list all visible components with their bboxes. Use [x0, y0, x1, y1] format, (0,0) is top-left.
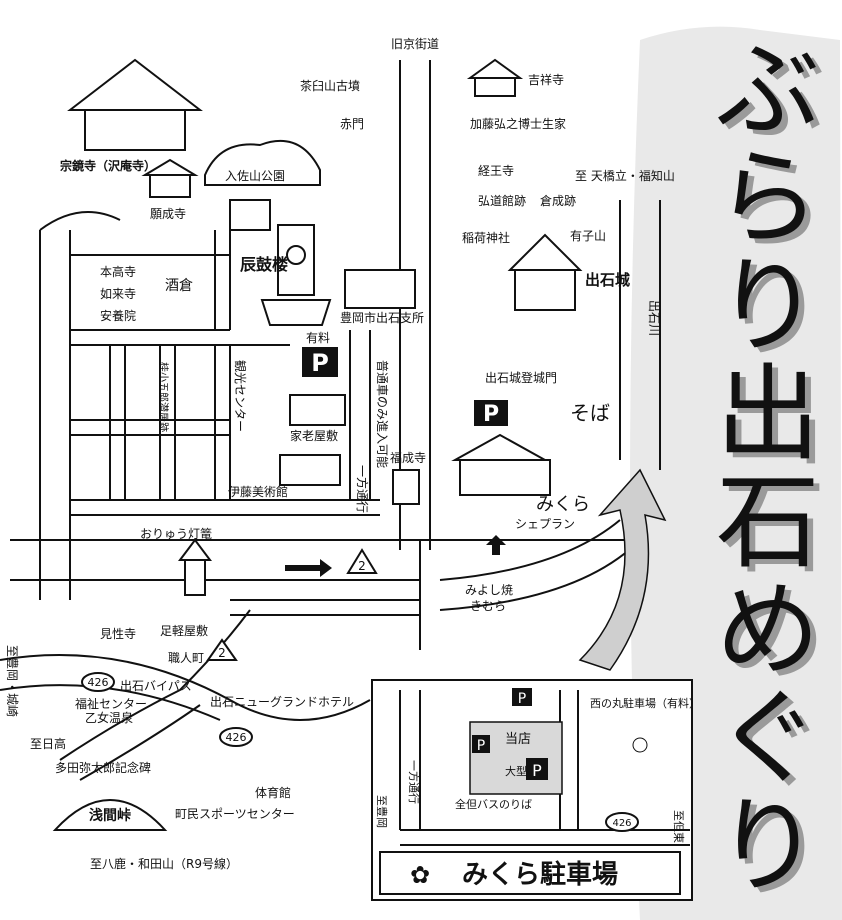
svg-text:P: P	[518, 691, 526, 707]
inset-title: みくら駐車場	[462, 860, 618, 890]
label-shinkoro: 辰鼓楼	[240, 255, 288, 274]
svg-text:P: P	[532, 761, 542, 780]
inset-to-tajima: 至但東	[672, 810, 685, 843]
inset-to-toyooka: 至豊岡	[375, 795, 388, 828]
title-char: り	[715, 245, 820, 367]
inset-toten: 当店	[505, 732, 531, 747]
label-soba: そば	[570, 401, 610, 425]
label-sports-center: 町民スポーツセンター	[175, 807, 295, 821]
label-kato-hiroyuki: 加藤弘之博士生家	[470, 116, 566, 131]
label-futsu-sha: 普通車のみ進入可能	[375, 360, 389, 468]
label-itoh-museum: 伊藤美術館	[228, 484, 288, 499]
title-char: ぶ	[715, 29, 820, 151]
svg-text:P: P	[311, 349, 329, 377]
label-fukushi-center: 福祉センター	[75, 696, 147, 711]
label-izushi-castle: 出石城	[585, 271, 630, 289]
label-izushi-river: 出石川	[647, 300, 661, 336]
label-route426-a: 426	[88, 676, 109, 689]
label-sokyoji: 宗鏡寺（沢庵寺）	[60, 158, 156, 173]
label-karo-yashiki: 家老屋敷	[290, 428, 338, 443]
inset-route426: 426	[612, 818, 631, 829]
label-sakura-gate: 出石城登城門	[485, 370, 557, 385]
label-anyoin: 安養院	[100, 308, 136, 323]
label-izushi-hotel: 出石ニューグランドホテル	[210, 695, 354, 709]
label-route2-a: 2	[358, 559, 366, 573]
label-inari: 稲荷神社	[462, 230, 510, 245]
label-ganjoji: 願成寺	[150, 207, 186, 221]
title-char: ら	[715, 137, 820, 259]
inset-ippo-tsuko: 一方通行	[407, 760, 421, 804]
label-kisshoji: 吉祥寺	[528, 73, 564, 87]
inset-bus-stop: 全但バスのりば	[455, 797, 532, 811]
label-to-hidaka: 至日高	[30, 736, 66, 751]
label-taiikukan: 体育館	[255, 785, 291, 800]
label-nyoraiji: 如来寺	[100, 286, 136, 301]
label-tada-kinenhi: 多田弥太郎記念碑	[55, 760, 151, 775]
title-char: り	[715, 785, 820, 907]
title-vertical: ぶ ら り 出 石 め ぐ り	[700, 29, 830, 906]
label-yuryo: 有料	[306, 331, 330, 345]
label-arikoyama: 有子山	[570, 229, 606, 243]
label-route2-b: 2	[218, 646, 226, 660]
title-char: め	[715, 569, 820, 691]
mikura-logo-icon: ✿	[410, 861, 430, 889]
label-route426-b: 426	[226, 731, 247, 744]
label-kenshoji: 見性寺	[100, 627, 136, 641]
label-honkoji: 本高寺	[100, 264, 136, 279]
label-orimono: おりゅう灯篭	[140, 526, 212, 541]
label-kimura: きむら	[470, 599, 506, 613]
title-char: 石	[715, 461, 820, 583]
label-chef-plan: シェプラン	[515, 517, 575, 531]
svg-text:P: P	[483, 402, 499, 427]
label-to-toyooka: 至豊岡・城崎	[5, 645, 19, 717]
label-ashigaru: 足軽屋敷	[160, 623, 208, 638]
label-fukujoji: 福成寺	[390, 450, 426, 465]
label-izushi-bypass: 出石バイパス	[120, 679, 192, 693]
title-char: 出	[715, 353, 820, 475]
label-sakuma: 桂小五郎潜居跡	[157, 362, 170, 432]
label-kodokan: 弘道館跡	[478, 193, 526, 208]
label-to-yoka: 至八鹿・和田山（R9号線）	[90, 856, 238, 871]
title-char: ぐ	[715, 677, 820, 799]
label-kanko-center: 観光センター	[233, 360, 247, 432]
label-kyoouji: 経王寺	[478, 164, 514, 178]
label-asama-toge: 浅間峠	[89, 807, 131, 824]
label-akamon: 赤門	[340, 117, 364, 131]
label-shisho: 豊岡市出石支所	[340, 310, 424, 325]
label-to-amahashidate: 至 天橋立・福知山	[575, 168, 675, 183]
label-mikura: みくら	[536, 494, 590, 515]
label-sasayama-koen: 入佐山公園	[225, 169, 285, 183]
svg-text:P: P	[477, 738, 485, 754]
label-otome-onsen: 乙女温泉	[85, 710, 133, 725]
label-miyoshiyaki: みよし焼	[465, 583, 513, 597]
label-chausuyama: 茶臼山古墳	[300, 78, 360, 93]
label-sakagura: 酒倉	[165, 278, 193, 294]
label-ippo-tsuko: 一方通行	[355, 465, 370, 513]
label-shokunin: 職人町	[168, 651, 204, 665]
label-old-kyo-kaido: 旧京街道	[391, 37, 439, 51]
inset-mikura-parking: P P P 西の丸駐車場（有料） 当店 大型 一方通行 全但バスのりば 至豊岡 …	[371, 679, 700, 901]
inset-nishi-parking: 西の丸駐車場（有料）	[590, 696, 700, 710]
inset-ogata: 大型	[505, 764, 527, 778]
label-kurajo: 倉成跡	[540, 193, 576, 208]
